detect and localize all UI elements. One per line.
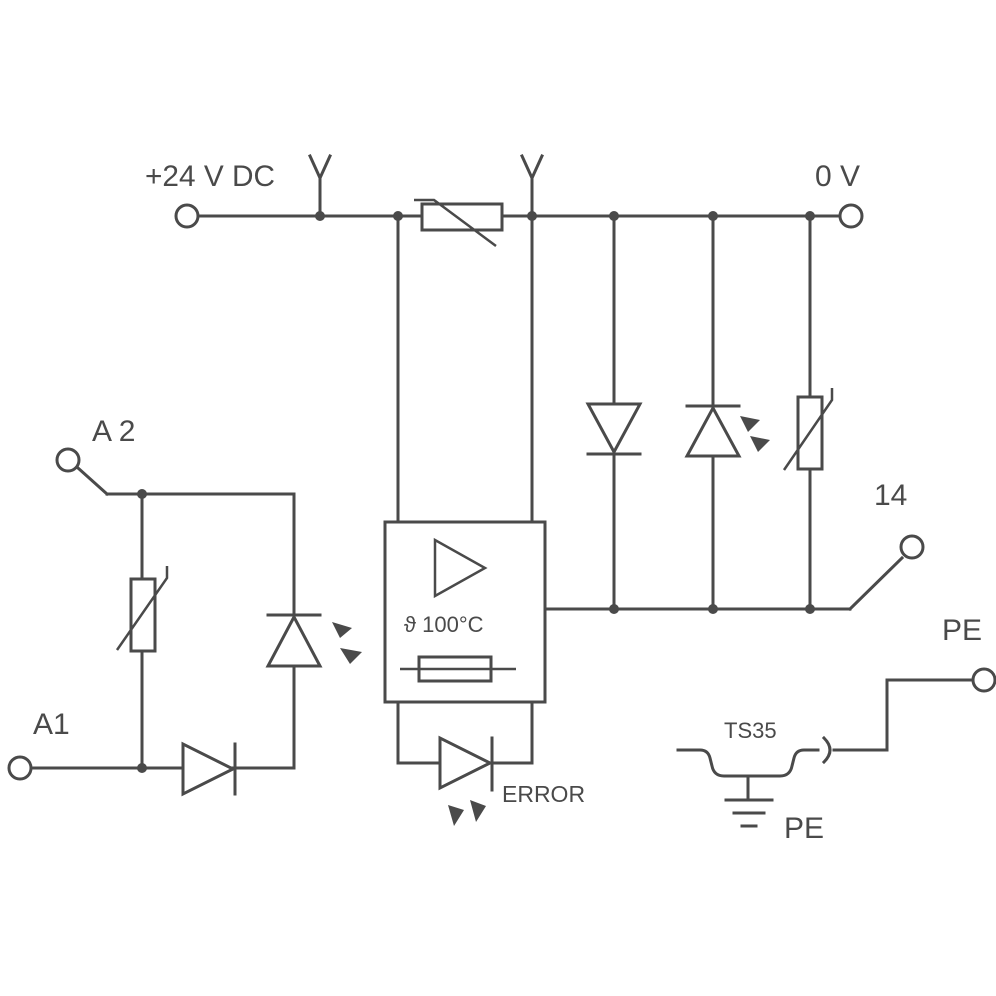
input-varistor-icon bbox=[115, 492, 169, 770]
terminal-plus-24v bbox=[174, 203, 200, 229]
input-led-icon bbox=[265, 613, 362, 668]
terminal-0v bbox=[838, 203, 864, 229]
label-plus-24v: +24 V DC bbox=[145, 160, 275, 193]
terminal-14 bbox=[899, 534, 925, 560]
polarity-diode-icon bbox=[181, 741, 237, 797]
terminal-pe bbox=[971, 667, 996, 693]
ptc-resistor-icon bbox=[414, 198, 504, 248]
rail-junctions bbox=[393, 211, 815, 221]
terminal-a1 bbox=[7, 755, 33, 781]
label-pe-ground: PE bbox=[784, 812, 824, 845]
label-a2: A 2 bbox=[92, 415, 135, 448]
error-led-icon bbox=[396, 700, 534, 826]
protection-diode-icon bbox=[585, 214, 643, 611]
label-error: ERROR bbox=[502, 781, 585, 807]
output-bus bbox=[543, 555, 905, 614]
label-thermal-fuse: ϑ 100°C bbox=[404, 612, 484, 637]
label-14: 14 bbox=[874, 479, 907, 512]
test-socket-right-icon bbox=[520, 154, 544, 221]
status-led-icon bbox=[684, 214, 770, 611]
amplifier-triangle-icon bbox=[433, 537, 488, 599]
test-socket-left-icon bbox=[308, 154, 332, 221]
label-0v: 0 V bbox=[815, 160, 860, 193]
input-bottom-wire bbox=[29, 763, 296, 773]
pe-connection-wire bbox=[821, 678, 975, 765]
label-pe-terminal: PE bbox=[942, 614, 982, 647]
label-ts35: TS35 bbox=[724, 718, 777, 743]
label-a1: A1 bbox=[33, 708, 70, 741]
din-rail-ts35-icon bbox=[676, 748, 820, 778]
ground-symbol-icon bbox=[724, 774, 774, 828]
output-varistor-icon bbox=[782, 214, 834, 611]
terminal-a2 bbox=[55, 447, 110, 497]
switching-module bbox=[383, 214, 547, 704]
